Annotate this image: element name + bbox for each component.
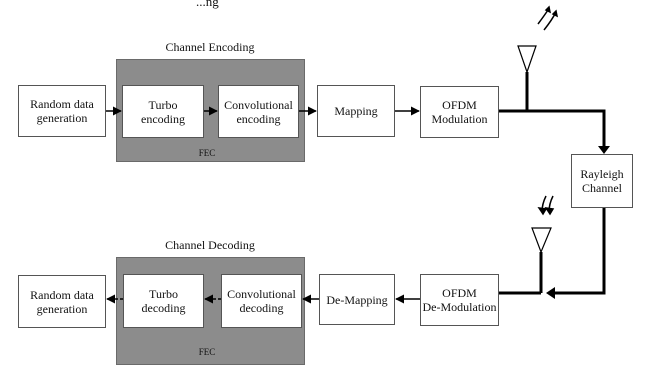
fec-decoding-label: FEC [198, 347, 216, 357]
random-data-generation-rx: Random data generation [18, 275, 106, 328]
turbo-decoding-block: Turbo decoding [123, 274, 204, 328]
ofdm-demodulation-block: OFDM De-Modulation [420, 274, 499, 326]
ofdm-modulation-block: OFDM Modulation [420, 86, 499, 138]
convolutional-encoding-block: Convolutional encoding [218, 85, 299, 138]
rayleigh-channel-block: Rayleigh Channel [571, 154, 633, 208]
convolutional-decoding-block: Convolutional decoding [221, 274, 302, 328]
turbo-encoding-block: Turbo encoding [122, 85, 204, 138]
tx-to-channel-arrowhead [598, 146, 610, 154]
antenna-rx-icon [531, 227, 552, 293]
channel-to-rx-arrowhead [546, 287, 555, 299]
antenna-tx-icon [517, 45, 537, 74]
channel-to-rx-line [552, 208, 606, 295]
top-caption: ...ng [196, 0, 219, 9]
signal-waves-icon [537, 5, 559, 31]
signal-waves-icon [537, 195, 555, 216]
tx-to-channel-line [527, 109, 606, 150]
tx-feed-line [499, 72, 529, 113]
random-data-generation-tx: Random data generation [18, 85, 106, 137]
mapping-block: Mapping [317, 85, 395, 137]
channel-encoding-label: Channel Encoding [165, 40, 255, 54]
fec-encoding-label: FEC [198, 148, 216, 158]
channel-decoding-label: Channel Decoding [165, 238, 255, 252]
de-mapping-block: De-Mapping [319, 274, 395, 325]
